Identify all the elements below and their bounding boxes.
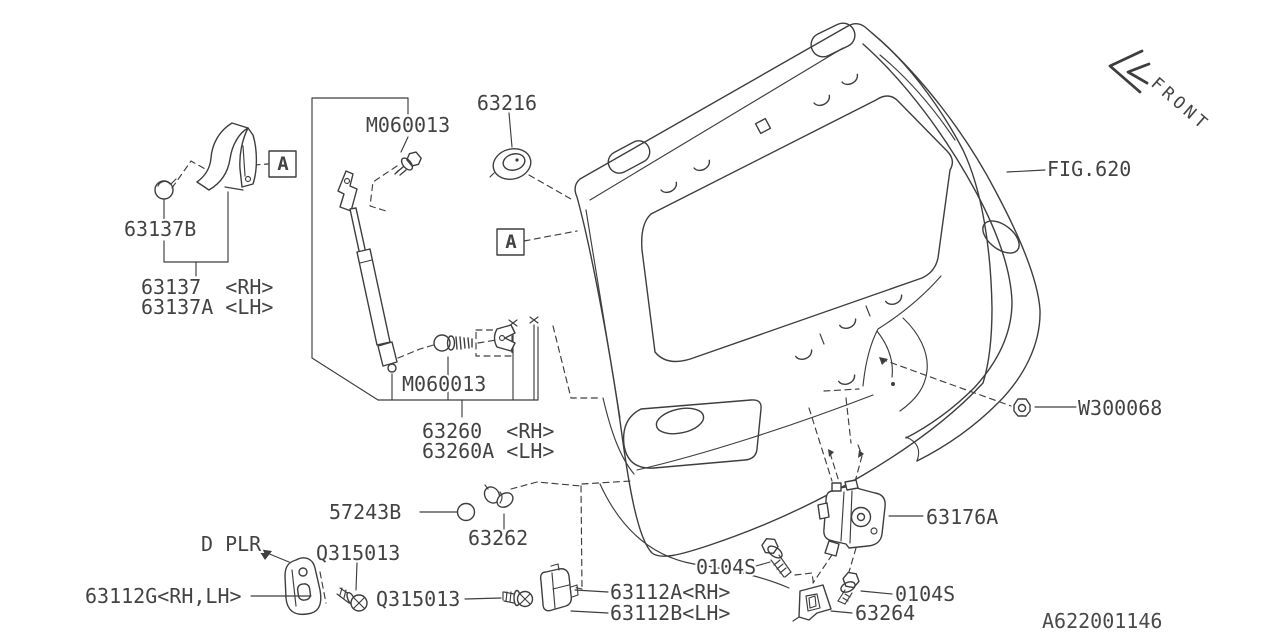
stay-group-outline (311, 97, 539, 418)
part-label-q315013-1[interactable]: Q315013 (314, 539, 402, 567)
bolt-m060013-mid (433, 334, 473, 352)
part-label-m060013-top[interactable]: M060013 (364, 111, 452, 139)
bolt-0104s-1 (761, 538, 792, 578)
part-label-w300068[interactable]: W300068 (1076, 394, 1164, 422)
part-label-63112a-rh[interactable]: 63112A<RH> (608, 578, 732, 606)
leader-lines (163, 97, 1077, 614)
part-label-63260-rh[interactable]: 63260 <RH> (420, 417, 556, 445)
part-label-0104s-2[interactable]: 0104S (893, 580, 957, 608)
screw-q315013-1 (336, 587, 368, 612)
gas-stay-63260 (337, 170, 398, 373)
part-label-63264[interactable]: 63264 (853, 599, 917, 627)
hinge-63137 (196, 122, 258, 191)
front-label: FRONT (1147, 74, 1214, 136)
detail-marker-a-2-label: A (505, 231, 517, 253)
bolt-0104s-2 (837, 571, 860, 605)
part-label-63137a-lh[interactable]: 63137A <LH> (139, 293, 275, 321)
nut-w300068 (1013, 398, 1031, 417)
part-label-57243b[interactable]: 57243B (327, 498, 403, 526)
tailgate-panel-drawing (574, 22, 993, 589)
assembly-dashed-lines (171, 160, 1012, 604)
part-label-63216[interactable]: 63216 (475, 89, 539, 117)
clip-57243b (456, 502, 476, 522)
bracket-63112g (284, 557, 322, 616)
striker-63264 (792, 584, 832, 622)
detail-marker-a-1: A (268, 150, 297, 178)
cushion-63262 (483, 484, 514, 508)
part-label-m060013-mid[interactable]: M060013 (400, 370, 488, 398)
pillar-note-label: D PLR (201, 532, 262, 556)
front-direction-arrow (1108, 49, 1151, 94)
figure-ref-label[interactable]: FIG.620 (1045, 155, 1133, 183)
stay-ball-fitting (493, 324, 516, 352)
part-label-63137-rh[interactable]: 63137 <RH> (139, 273, 275, 301)
part-label-63262[interactable]: 63262 (466, 524, 530, 552)
part-label-0104s-1[interactable]: 0104S (694, 553, 758, 581)
part-label-63112g[interactable]: 63112G<RH,LH> (83, 582, 244, 610)
part-label-63260a-lh[interactable]: 63260A <LH> (420, 437, 556, 465)
part-label-63176a[interactable]: 63176A (924, 503, 1000, 531)
stopper-63112a (539, 563, 579, 612)
drawing-number: A622001146 (1042, 609, 1162, 633)
grommet-63216 (489, 147, 532, 181)
part-label-q315013-2[interactable]: Q315013 (374, 585, 462, 613)
grommet-63137b (154, 178, 177, 200)
quarter-panel-drawing (862, 32, 1041, 462)
latch-63176a (817, 479, 886, 557)
part-label-63112b-lh[interactable]: 63112B<LH> (608, 599, 732, 627)
detail-marker-a-2: A (496, 228, 525, 256)
part-label-63137b[interactable]: 63137B (122, 215, 198, 243)
screw-q315013-2 (502, 589, 534, 608)
bolt-m060013-top (394, 151, 422, 176)
detail-marker-a-1-label: A (277, 153, 289, 175)
